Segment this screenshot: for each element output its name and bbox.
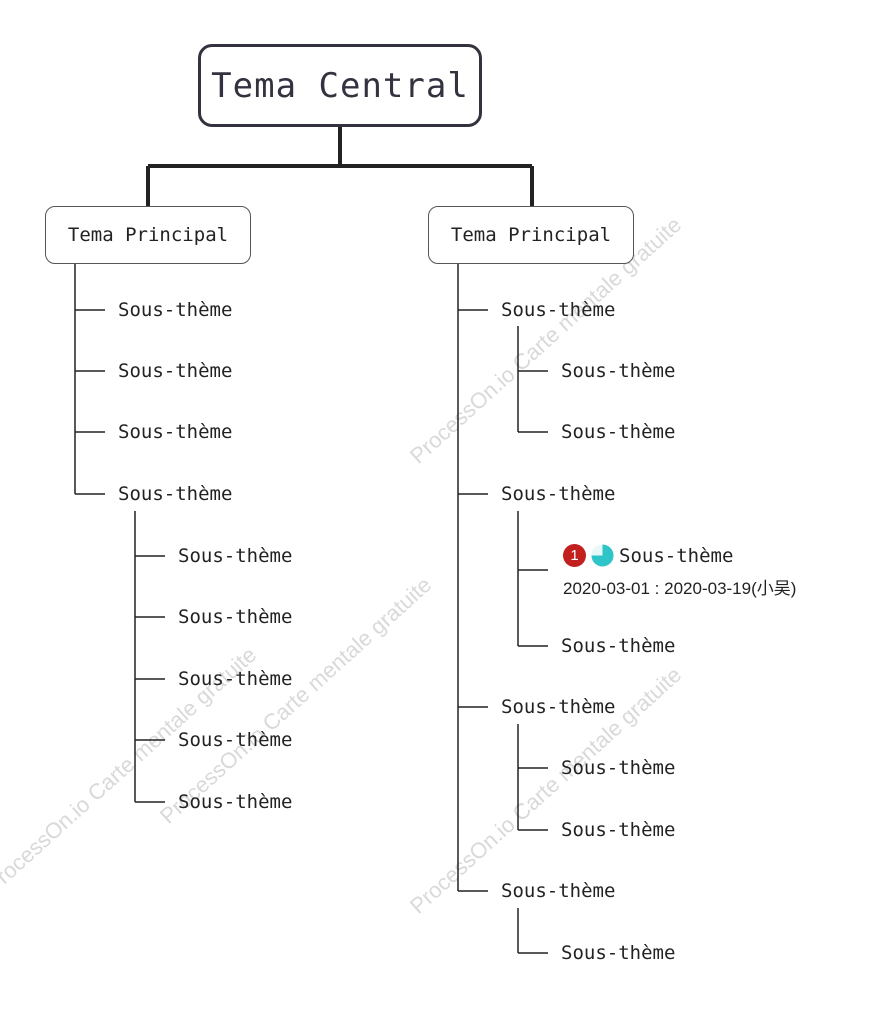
subtopic[interactable]: Sous-thème (501, 880, 616, 902)
subtopic[interactable]: Sous-thème (118, 483, 233, 505)
central-topic-label: Tema Central (211, 65, 469, 106)
subtopic[interactable]: Sous-thème (118, 299, 233, 321)
subtopic[interactable]: Sous-thème (178, 791, 293, 813)
subtopic[interactable]: Sous-thème (178, 729, 293, 751)
subtopic[interactable]: Sous-thème (561, 635, 676, 657)
subtopic[interactable]: Sous-thème (118, 421, 233, 443)
subtopic[interactable]: Sous-thème (561, 421, 676, 443)
subtopic[interactable]: Sous-thème (561, 942, 676, 964)
trunk-connector (146, 127, 534, 206)
subtopic[interactable]: Sous-thème (501, 483, 616, 505)
subtopic[interactable]: Sous-thème (501, 696, 616, 718)
subtopic[interactable]: Sous-thème (561, 819, 676, 841)
subtopic[interactable]: Sous-thème (178, 668, 293, 690)
task-subtopic[interactable]: 1 Sous-thème 2020-03-01 : 2020-03-19(小吴) (563, 544, 796, 599)
task-dates: 2020-03-01 : 2020-03-19(小吴) (563, 579, 797, 598)
main-topic-label: Tema Principal (450, 224, 612, 246)
main-topic-right[interactable]: Tema Principal (428, 206, 634, 264)
subtopic[interactable]: Sous-thème (561, 757, 676, 779)
central-topic[interactable]: Tema Central (198, 44, 482, 127)
subtopic[interactable]: Sous-thème (118, 360, 233, 382)
subtopic[interactable]: Sous-thème (178, 606, 293, 628)
task-subtopic-label: Sous-thème (619, 544, 734, 567)
subtopic[interactable]: Sous-thème (501, 299, 616, 321)
subtopic[interactable]: Sous-thème (178, 545, 293, 567)
main-topic-label: Tema Principal (67, 224, 229, 246)
priority-badge-icon: 1 (563, 544, 586, 567)
progress-pie-icon (591, 544, 614, 567)
subtopic[interactable]: Sous-thème (561, 360, 676, 382)
main-topic-left[interactable]: Tema Principal (45, 206, 251, 264)
